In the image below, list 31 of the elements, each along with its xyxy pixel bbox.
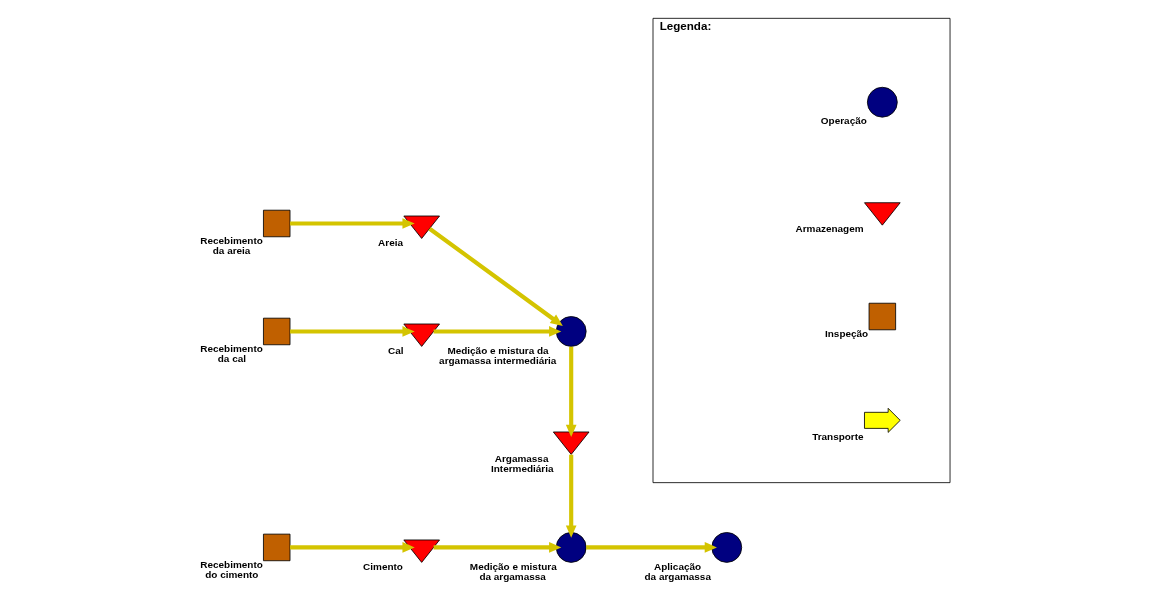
arrow	[585, 542, 717, 553]
arrow	[433, 542, 561, 553]
node-label: Cimento	[362, 560, 403, 572]
node-circle	[555, 316, 587, 347]
node-circle	[555, 532, 587, 563]
node-box	[262, 209, 290, 238]
arrow	[289, 542, 415, 553]
node-label: Recebimento do cimento	[199, 558, 263, 580]
node-label: Recebimento da cal	[199, 342, 263, 364]
node-circle	[710, 532, 742, 563]
node-label: Areia	[377, 236, 403, 248]
node-box	[262, 533, 290, 562]
node-label: Inspeção	[824, 327, 868, 339]
arrow	[565, 346, 577, 438]
arrow	[289, 218, 415, 229]
arrow	[433, 326, 561, 337]
node-label: Operação	[820, 115, 867, 127]
node-label: Aplicação da argamassa	[644, 560, 711, 582]
arrow	[565, 454, 577, 538]
node-label: Medição e mistura da argamassa intermediária	[438, 344, 556, 366]
arrow	[289, 326, 415, 337]
node-box	[868, 302, 896, 331]
node-label: Argamassa Intermediária	[490, 452, 554, 474]
node-label: Recebimento da areia	[199, 234, 263, 256]
node-box	[262, 317, 290, 346]
node-label: Cal	[387, 344, 404, 356]
node-label: Transporte	[811, 430, 864, 442]
node-circle	[866, 86, 898, 118]
arrow	[427, 227, 563, 326]
node-label: Armazenagem	[795, 223, 864, 235]
node-label: Medição e mistura da argamassa	[469, 560, 557, 582]
